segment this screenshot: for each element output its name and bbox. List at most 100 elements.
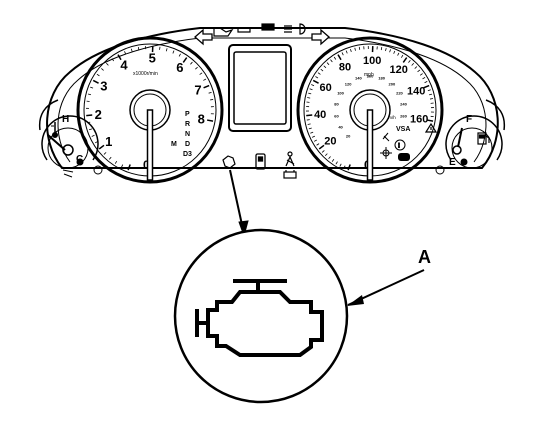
speed-inner-number: 240 [400, 101, 407, 106]
tach-tick [172, 50, 175, 54]
speed-number: 140 [407, 86, 425, 98]
speed-inner-number: 200 [389, 81, 396, 86]
thermometer-icon [51, 122, 58, 138]
temp-hot-label: H [62, 114, 69, 125]
tachometer-needle [146, 109, 154, 181]
speed-tick [311, 135, 316, 138]
speed-tick [308, 92, 312, 95]
tach-number: 2 [95, 107, 102, 122]
tach-tick [195, 66, 198, 70]
speed-tick [350, 48, 352, 53]
seatbelt-small-icon [382, 132, 390, 142]
gear-p: P [185, 111, 190, 118]
speed-tick [347, 164, 351, 171]
speed-tick [316, 143, 320, 146]
speed-tick [427, 89, 431, 92]
speed-tick [307, 123, 311, 125]
speed-tick [423, 84, 430, 89]
tach-tick [182, 57, 188, 63]
callout-label: A [418, 247, 431, 267]
tach-tick [108, 156, 112, 160]
speed-tick [358, 46, 361, 50]
speed-inner-number: 80 [334, 101, 339, 106]
speed-tick [429, 98, 434, 100]
speedometer-needle [366, 109, 374, 181]
speed-tick [343, 165, 346, 169]
temp-cold-label: C [76, 154, 83, 165]
tach-tick [114, 160, 118, 164]
tach-tick [96, 73, 100, 77]
temperature-gauge: H C [41, 114, 99, 178]
speed-tick [393, 50, 396, 54]
tach-tick [94, 141, 98, 144]
speed-number: 120 [389, 64, 407, 76]
speed-inner-number: 20 [346, 133, 351, 138]
tach-number: 7 [194, 83, 201, 98]
tach-number: 6 [176, 60, 183, 75]
tach-tick [178, 53, 181, 57]
tach-tick [208, 91, 212, 94]
cluster-housing [38, 27, 506, 175]
magnified-check-engine-view [173, 228, 349, 404]
speed-inner-number: 220 [396, 90, 403, 95]
speed-inner-number: 120 [345, 81, 352, 86]
speed-tick [417, 69, 421, 73]
speed-tick [312, 79, 319, 84]
speed-tick [337, 54, 342, 61]
brake-icon: ! [394, 139, 406, 151]
tach-unit-label: x1000r/min [133, 71, 158, 77]
tach-tick [87, 93, 92, 96]
gear-n: N [185, 131, 190, 138]
speed-tick [426, 119, 434, 122]
battery-icon [283, 170, 297, 179]
speed-tick [320, 68, 324, 72]
tach-number: 5 [149, 51, 156, 66]
speed-tick [401, 54, 404, 58]
tach-tick [89, 128, 93, 131]
speed-tick [402, 57, 408, 63]
abs-icon [398, 153, 410, 161]
speed-tick [419, 73, 423, 76]
speed-unit-mph: mph [364, 72, 374, 78]
speed-tick [389, 49, 391, 53]
tach-tick [165, 48, 168, 52]
check-engine-icon [195, 279, 324, 357]
speed-tick [385, 47, 387, 52]
gear-d: D [185, 141, 190, 148]
vsa-label: VSA [396, 126, 410, 133]
sun-icon [380, 147, 392, 159]
speed-number: 60 [320, 82, 332, 94]
tach-tick [127, 164, 131, 171]
tach-tick [203, 84, 210, 89]
tach-number: 1 [105, 134, 112, 149]
gear-r: R [185, 121, 190, 128]
tach-tick [206, 119, 214, 122]
speed-tick [424, 81, 428, 84]
gear-d3: D3 [183, 151, 192, 158]
tach-tick [90, 86, 94, 89]
tach-tick [199, 72, 203, 75]
speed-tick [335, 161, 338, 165]
speed-tick [414, 66, 418, 69]
svg-text:!: ! [398, 144, 400, 150]
speed-tick [397, 52, 400, 56]
speed-inner-number: 180 [378, 75, 385, 80]
tach-number: 8 [198, 112, 205, 127]
tach-tick [130, 48, 133, 52]
tach-tick [98, 144, 105, 150]
tach-tick [137, 46, 140, 51]
speed-tick [310, 131, 314, 134]
tach-tick [87, 121, 91, 124]
speed-tick [311, 84, 315, 87]
center-display [194, 23, 330, 179]
speed-number: 100 [363, 55, 381, 67]
speed-tick [411, 63, 415, 66]
speed-tick [323, 65, 327, 69]
speed-tick [339, 163, 342, 167]
fuel-empty-label: E [449, 157, 456, 168]
